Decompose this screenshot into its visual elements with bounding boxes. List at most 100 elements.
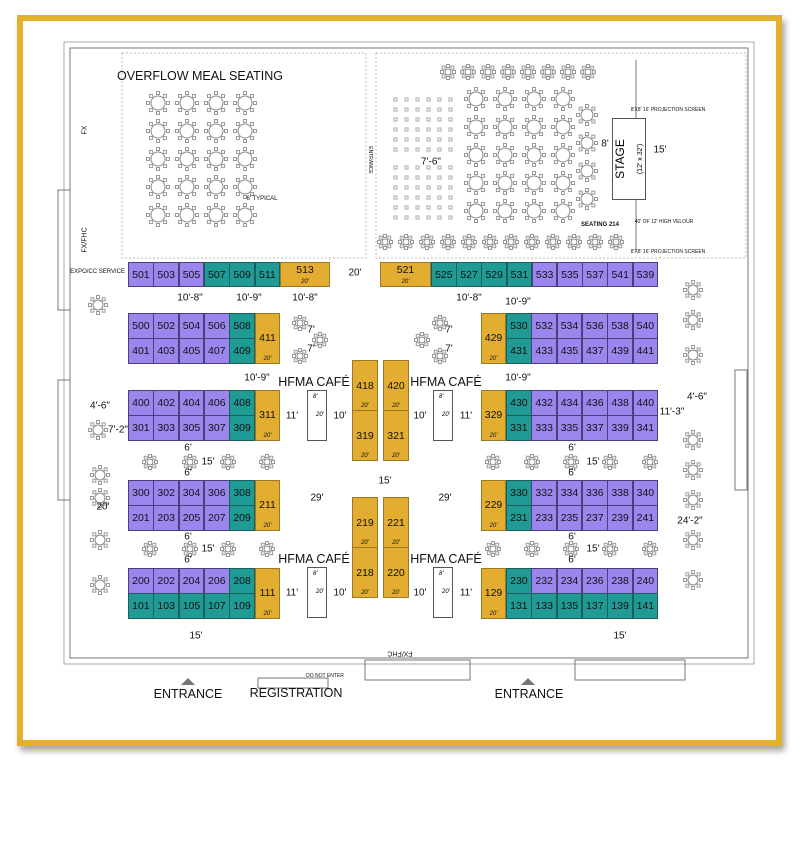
booth-540[interactable]: 540 [632, 313, 659, 339]
booth-203[interactable]: 203 [153, 505, 180, 531]
booth-231[interactable]: 231 [506, 505, 532, 531]
booth-335[interactable]: 335 [556, 415, 583, 441]
booth-333[interactable]: 333 [531, 415, 558, 441]
booth-141[interactable]: 141 [632, 593, 659, 619]
booth-533[interactable]: 533 [531, 262, 558, 287]
booth-503[interactable]: 503 [153, 262, 180, 287]
booth-506[interactable]: 506 [203, 313, 230, 339]
booth-235[interactable]: 235 [556, 505, 583, 531]
booth-438[interactable]: 438 [607, 390, 633, 416]
booth-109[interactable]: 109 [229, 593, 255, 619]
booth-408[interactable]: 408 [229, 390, 255, 416]
booth-340[interactable]: 340 [632, 480, 659, 506]
booth-402[interactable]: 402 [153, 390, 180, 416]
booth-502[interactable]: 502 [153, 313, 180, 339]
booth-236[interactable]: 236 [581, 568, 608, 594]
booth-305[interactable]: 305 [178, 415, 205, 441]
booth-209[interactable]: 209 [229, 505, 255, 531]
booth-431[interactable]: 431 [506, 338, 532, 364]
booth-409[interactable]: 409 [229, 338, 255, 364]
booth-208[interactable]: 208 [229, 568, 255, 594]
booth-332[interactable]: 332 [531, 480, 558, 506]
booth-204[interactable]: 204 [178, 568, 205, 594]
booth-407[interactable]: 407 [203, 338, 230, 364]
booth-206[interactable]: 206 [203, 568, 230, 594]
booth-505[interactable]: 505 [178, 262, 205, 287]
booth-403[interactable]: 403 [153, 338, 180, 364]
booth-334[interactable]: 334 [556, 480, 583, 506]
booth-531[interactable]: 531 [506, 262, 533, 287]
booth-529[interactable]: 529 [481, 262, 508, 287]
booth-400[interactable]: 400 [128, 390, 154, 416]
booth-101[interactable]: 101 [128, 593, 154, 619]
booth-105[interactable]: 105 [178, 593, 205, 619]
booth-238[interactable]: 238 [607, 568, 633, 594]
booth-205[interactable]: 205 [178, 505, 205, 531]
booth-501[interactable]: 501 [128, 262, 154, 287]
booth-239[interactable]: 239 [607, 505, 633, 531]
booth-440[interactable]: 440 [632, 390, 659, 416]
booth-337[interactable]: 337 [581, 415, 608, 441]
booth-509[interactable]: 509 [229, 262, 255, 287]
booth-331[interactable]: 331 [506, 415, 532, 441]
booth-307[interactable]: 307 [203, 415, 230, 441]
booth-309[interactable]: 309 [229, 415, 255, 441]
booth-439[interactable]: 439 [607, 338, 633, 364]
booth-430[interactable]: 430 [506, 390, 532, 416]
booth-406[interactable]: 406 [203, 390, 230, 416]
booth-405[interactable]: 405 [178, 338, 205, 364]
booth-240[interactable]: 240 [632, 568, 659, 594]
booth-301[interactable]: 301 [128, 415, 154, 441]
booth-303[interactable]: 303 [153, 415, 180, 441]
booth-241[interactable]: 241 [632, 505, 659, 531]
booth-511[interactable]: 511 [254, 262, 281, 287]
booth-401[interactable]: 401 [128, 338, 154, 364]
booth-302[interactable]: 302 [153, 480, 180, 506]
booth-103[interactable]: 103 [153, 593, 180, 619]
booth-137[interactable]: 137 [581, 593, 608, 619]
booth-504[interactable]: 504 [178, 313, 205, 339]
booth-508[interactable]: 508 [229, 313, 255, 339]
booth-437[interactable]: 437 [581, 338, 608, 364]
booth-525[interactable]: 525 [431, 262, 457, 287]
booth-201[interactable]: 201 [128, 505, 154, 531]
booth-404[interactable]: 404 [178, 390, 205, 416]
booth-500[interactable]: 500 [128, 313, 154, 339]
booth-535[interactable]: 535 [557, 262, 583, 287]
booth-339[interactable]: 339 [607, 415, 633, 441]
booth-300[interactable]: 300 [128, 480, 154, 506]
booth-232[interactable]: 232 [531, 568, 558, 594]
booth-435[interactable]: 435 [556, 338, 583, 364]
booth-436[interactable]: 436 [581, 390, 608, 416]
booth-538[interactable]: 538 [607, 313, 633, 339]
booth-135[interactable]: 135 [556, 593, 583, 619]
booth-308[interactable]: 308 [229, 480, 255, 506]
booth-536[interactable]: 536 [581, 313, 608, 339]
booth-532[interactable]: 532 [531, 313, 558, 339]
booth-539[interactable]: 539 [632, 262, 659, 287]
booth-537[interactable]: 537 [582, 262, 608, 287]
booth-133[interactable]: 133 [531, 593, 558, 619]
booth-131[interactable]: 131 [506, 593, 532, 619]
booth-230[interactable]: 230 [506, 568, 532, 594]
booth-304[interactable]: 304 [178, 480, 205, 506]
booth-233[interactable]: 233 [531, 505, 558, 531]
booth-336[interactable]: 336 [581, 480, 608, 506]
booth-338[interactable]: 338 [607, 480, 633, 506]
